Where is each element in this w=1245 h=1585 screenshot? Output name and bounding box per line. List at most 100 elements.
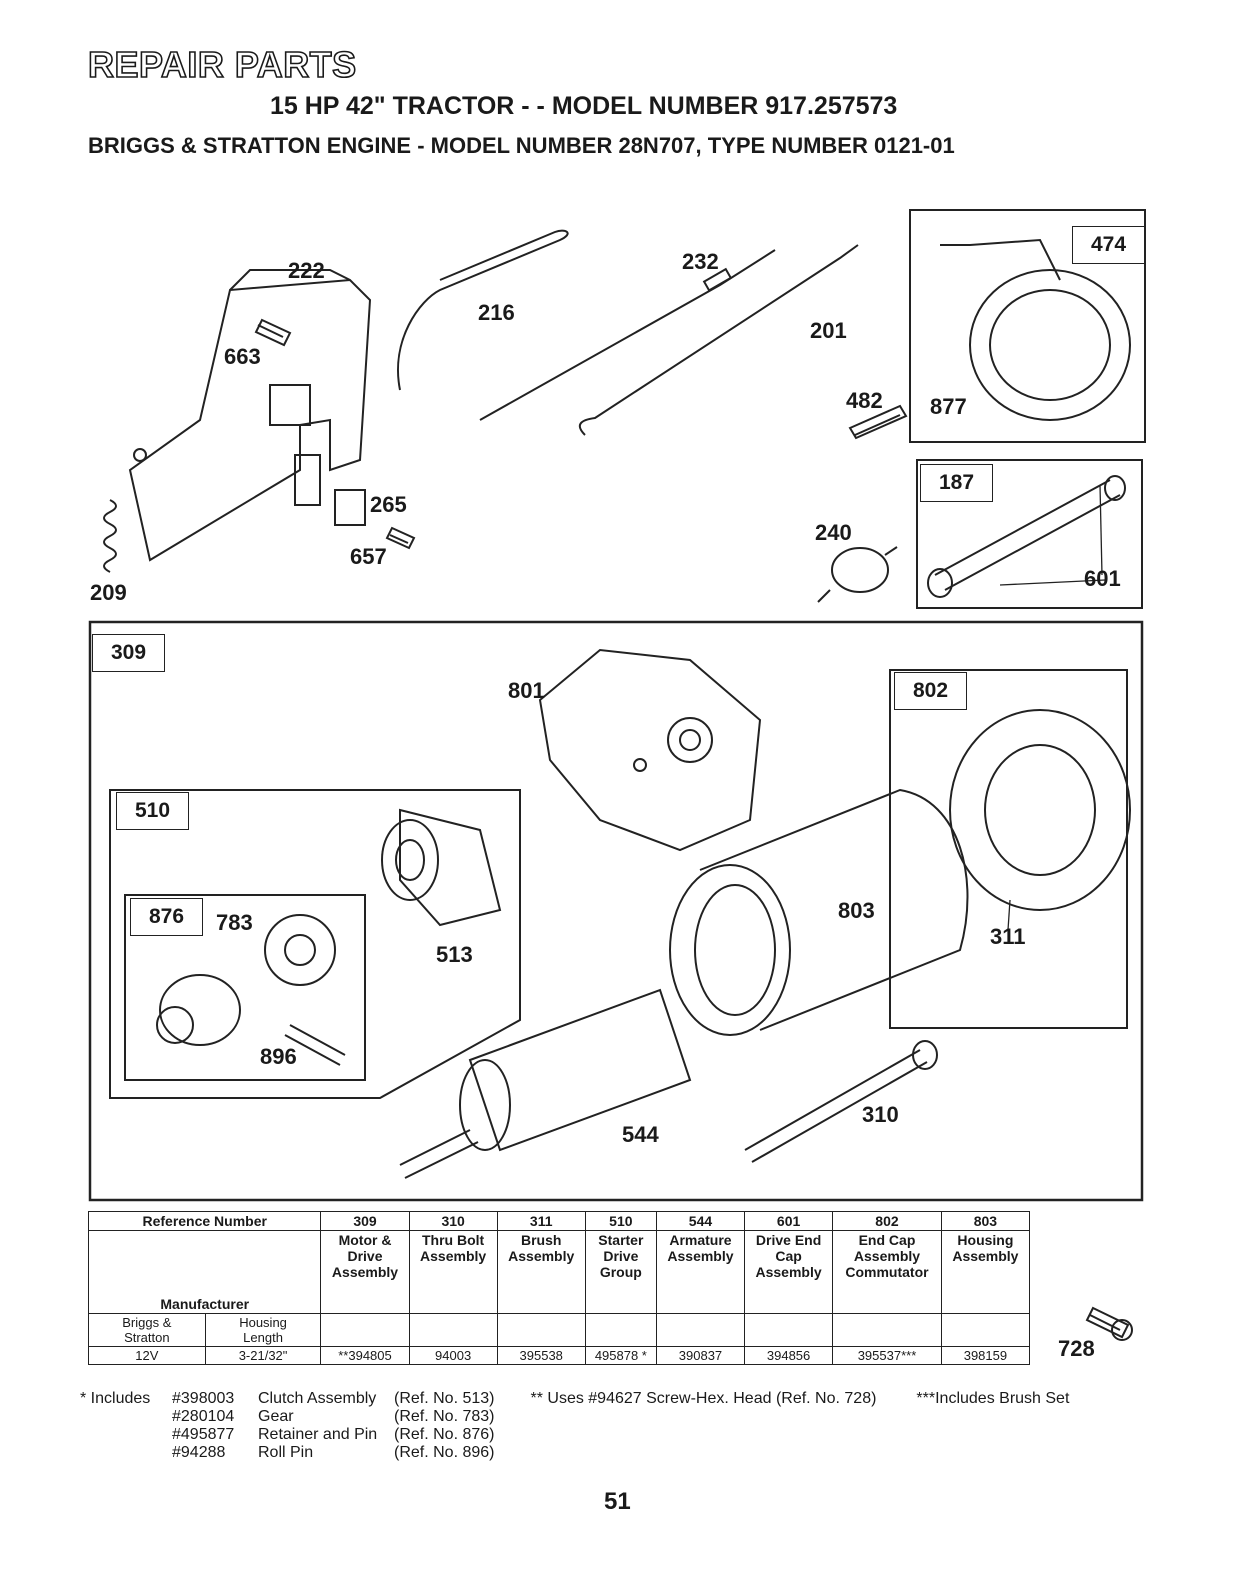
engine-model-heading: BRIGGS & STRATTON ENGINE - MODEL NUMBER … xyxy=(88,133,955,158)
housing xyxy=(699,788,969,1031)
desc-line: End Cap xyxy=(858,1232,916,1248)
callout-510: 510 xyxy=(116,792,190,830)
note-name: Gear xyxy=(258,1408,294,1425)
desc-line: Armature xyxy=(669,1232,732,1248)
part-number-cell: 398159 xyxy=(940,1346,1031,1365)
length-line: Length xyxy=(243,1330,283,1345)
drive-end-cap xyxy=(538,648,762,852)
ref-cell: 544 xyxy=(655,1211,746,1231)
part-number-cell: **394805 xyxy=(320,1346,410,1365)
end-cap-assembly xyxy=(949,709,1131,911)
desc-line: Assembly xyxy=(331,1264,399,1280)
callout-801: 801 xyxy=(508,678,545,703)
length-cell: 3-21/32" xyxy=(204,1346,322,1365)
thru-bolt xyxy=(744,1049,928,1163)
ref-cell: 309 xyxy=(320,1211,410,1231)
part-number-cell: 495878 * xyxy=(584,1346,657,1365)
ref-number-header: Reference Number xyxy=(87,1211,322,1231)
note-ref: (Ref. No. 513) xyxy=(394,1390,495,1407)
rod-216 xyxy=(397,229,569,391)
callout-802: 802 xyxy=(894,672,968,710)
tractor-model-heading: 15 HP 42" TRACTOR - - MODEL NUMBER 917.2… xyxy=(270,92,898,120)
note-name: Roll Pin xyxy=(258,1444,314,1461)
roll-pin xyxy=(284,1024,346,1066)
page-title: REPAIR PARTS xyxy=(87,43,357,86)
desc-line: Drive End xyxy=(755,1232,822,1248)
desc-line: Commutator xyxy=(845,1264,929,1280)
desc-line: Assembly xyxy=(755,1264,822,1280)
desc-line: Assembly xyxy=(853,1248,921,1264)
ref-cell: 802 xyxy=(832,1211,942,1231)
note-part: #398003 xyxy=(172,1390,235,1407)
callout-544: 544 xyxy=(622,1122,659,1147)
note-name: Clutch Assembly xyxy=(258,1390,377,1407)
tube-601 xyxy=(934,479,1121,591)
parts-table: Reference Number 309 310 311 510 544 601… xyxy=(87,1211,1031,1365)
note-part: #94288 xyxy=(172,1444,226,1461)
gear-783 xyxy=(264,914,336,986)
note-name: Retainer and Pin xyxy=(258,1426,378,1443)
part-number-cell: 395537*** xyxy=(832,1346,942,1365)
callout-201: 201 xyxy=(810,318,847,343)
brand-cell: Briggs &Stratton xyxy=(88,1313,206,1347)
desc-line: Brush xyxy=(521,1232,562,1248)
note-row: #495877 Retainer and Pin (Ref. No. 876) xyxy=(172,1426,494,1444)
desc-line: Group xyxy=(599,1264,642,1280)
note-part: #280104 xyxy=(172,1408,235,1425)
screw-663 xyxy=(254,318,292,347)
fuel-filter xyxy=(831,547,889,593)
callout-663: 663 xyxy=(224,344,261,369)
length-line: Housing xyxy=(239,1315,287,1330)
bolt-482 xyxy=(848,404,908,440)
brush-note: ***Includes Brush Set xyxy=(916,1390,1070,1407)
callout-222: 222 xyxy=(288,258,325,283)
callout-209: 209 xyxy=(90,580,127,605)
callout-216: 216 xyxy=(478,300,515,325)
desc-line: Starter xyxy=(598,1232,644,1248)
callout-240: 240 xyxy=(815,520,852,545)
callout-803: 803 xyxy=(838,898,875,923)
includes-list: #398003 Clutch Assembly (Ref. No. 513) #28… xyxy=(172,1390,494,1462)
armature xyxy=(468,988,692,1152)
callout-265: 265 xyxy=(370,492,407,517)
spring xyxy=(103,499,117,573)
ref-cell: 601 xyxy=(744,1211,834,1231)
note-ref: (Ref. No. 876) xyxy=(394,1426,495,1443)
ref-cell: 803 xyxy=(940,1211,1031,1231)
callout-657: 657 xyxy=(350,544,387,569)
brand-line: Briggs & xyxy=(122,1315,172,1330)
part-number-cell: 390837 xyxy=(655,1346,746,1365)
rod-232 xyxy=(479,249,776,421)
callout-232: 232 xyxy=(682,249,719,274)
uses-note: ** Uses #94627 Screw-Hex. Head (Ref. No.… xyxy=(530,1390,877,1407)
retainer xyxy=(159,974,241,1046)
desc-line: Thru Bolt xyxy=(422,1232,485,1248)
screw-728 xyxy=(1085,1306,1130,1339)
note-part: #495877 xyxy=(172,1426,235,1443)
callout-601: 601 xyxy=(1084,566,1121,591)
part-number-cell: 394856 xyxy=(744,1346,834,1365)
ref-cell: 310 xyxy=(408,1211,498,1231)
callout-187: 187 xyxy=(920,464,994,502)
rod-201 xyxy=(578,244,859,436)
desc-line: Assembly xyxy=(952,1248,1019,1264)
voltage-cell: 12V xyxy=(88,1346,206,1365)
ref-cell: 510 xyxy=(584,1211,657,1231)
desc-line: Drive xyxy=(603,1248,639,1264)
stator-ring xyxy=(969,269,1131,421)
desc-line: Housing xyxy=(957,1232,1014,1248)
callout-311: 311 xyxy=(990,924,1026,949)
brand-line: Stratton xyxy=(124,1330,170,1345)
manufacturer-header: Manufacturer xyxy=(87,1230,322,1314)
part-number-cell: 395538 xyxy=(496,1346,586,1365)
note-row: #398003 Clutch Assembly (Ref. No. 513) xyxy=(172,1390,494,1408)
